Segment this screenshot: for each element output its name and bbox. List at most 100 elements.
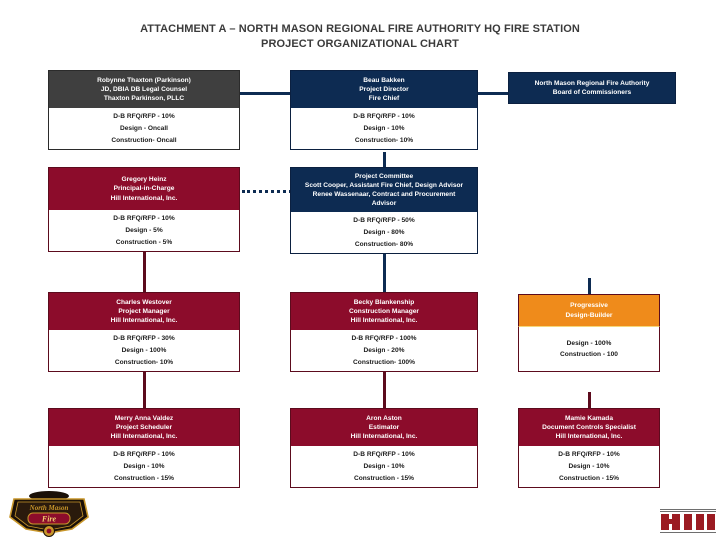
north-mason-fire-logo: North Mason Fire bbox=[6, 487, 92, 537]
node-project-director[interactable]: Beau Bakken Project Director Fire Chief … bbox=[290, 70, 478, 150]
hill-international-logo bbox=[660, 508, 716, 534]
project-manager-role: Project Manager bbox=[118, 307, 170, 315]
document-controls-design: Design - 10% bbox=[568, 463, 610, 470]
project-director-construction: Construction- 10% bbox=[354, 136, 414, 144]
estimator-design: Design - 10% bbox=[363, 463, 405, 470]
connector-to-doc-controls bbox=[588, 392, 591, 408]
project-director-role: Project Director bbox=[359, 85, 409, 93]
title-line-2: PROJECT ORGANIZATIONAL CHART bbox=[261, 38, 459, 50]
document-controls-allocation: D-B RFQ/RFP - 10% Design - 10% Construct… bbox=[518, 446, 660, 488]
principal-org: Hill International, Inc. bbox=[110, 194, 178, 202]
scheduler-role: Project Scheduler bbox=[115, 423, 173, 431]
legal-counsel-name: Robynne Thaxton (Parkinson) bbox=[97, 76, 191, 84]
node-estimator[interactable]: Aron Aston Estimator Hill International,… bbox=[290, 408, 478, 488]
project-director-rfq: D-B RFQ/RFP - 10% bbox=[353, 113, 415, 121]
design-builder-line-1: Progressive bbox=[570, 302, 608, 310]
committee-rfq: D-B RFQ/RFP - 50% bbox=[353, 217, 415, 225]
construction-manager-construction: Construction- 100% bbox=[353, 358, 415, 366]
project-director-header: Beau Bakken Project Director Fire Chief bbox=[290, 70, 478, 108]
scheduler-allocation: D-B RFQ/RFP - 10% Design - 10% Construct… bbox=[48, 446, 240, 488]
committee-header: Project Committee Scott Cooper, Assistan… bbox=[290, 167, 478, 212]
construction-manager-name: Becky Blankenship bbox=[353, 298, 415, 306]
scheduler-org: Hill International, Inc. bbox=[110, 433, 178, 441]
connector-pm-down bbox=[143, 372, 146, 408]
board-line-2: Board of Commissioners bbox=[552, 89, 632, 96]
connector-legal-to-director bbox=[240, 92, 292, 95]
scheduler-name: Merry Anna Valdez bbox=[114, 414, 174, 422]
document-controls-header: Mamie Kamada Document Controls Specialis… bbox=[518, 408, 660, 446]
board-line-1: North Mason Regional Fire Authority bbox=[534, 79, 650, 87]
node-project-committee[interactable]: Project Committee Scott Cooper, Assistan… bbox=[290, 167, 478, 254]
principal-header: Gregory Heinz Principal-in-Charge Hill I… bbox=[48, 167, 240, 210]
principal-rfq: D-B RFQ/RFP - 10% bbox=[113, 215, 175, 223]
scheduler-construction: Construction - 15% bbox=[113, 474, 175, 482]
construction-manager-allocation: D-B RFQ/RFP - 100% Design - 20% Construc… bbox=[290, 330, 478, 372]
committee-advisor-2: Renee Wassenaar, Contract and Procuremen… bbox=[312, 191, 456, 198]
project-director-org: Fire Chief bbox=[368, 95, 400, 103]
legal-counsel-allocation: D-B RFQ/RFP - 10% Design - Oncall Constr… bbox=[48, 108, 240, 150]
document-controls-name: Mamie Kamada bbox=[564, 414, 613, 422]
project-director-allocation: D-B RFQ/RFP - 10% Design - 10% Construct… bbox=[290, 108, 478, 150]
node-legal-counsel[interactable]: Robynne Thaxton (Parkinson) JD, DBIA DB … bbox=[48, 70, 240, 150]
connector-cm-down bbox=[383, 372, 386, 408]
project-director-name: Beau Bakken bbox=[363, 76, 405, 84]
estimator-rfq: D-B RFQ/RFP - 10% bbox=[353, 451, 415, 459]
construction-manager-role: Construction Manager bbox=[349, 307, 419, 315]
node-construction-manager[interactable]: Becky Blankenship Construction Manager H… bbox=[290, 292, 478, 372]
committee-design: Design - 80% bbox=[363, 229, 405, 236]
project-manager-rfq: D-B RFQ/RFP - 30% bbox=[113, 335, 175, 343]
design-builder-construction: Construction - 100 bbox=[560, 351, 618, 359]
committee-allocation: D-B RFQ/RFP - 50% Design - 80% Construct… bbox=[290, 212, 478, 254]
connector-heinz-to-committee-dotted bbox=[242, 190, 292, 193]
design-builder-allocation: Design - 100% Construction - 100 bbox=[518, 327, 660, 372]
connector-director-down bbox=[383, 152, 386, 168]
construction-manager-design: Design - 20% bbox=[363, 347, 405, 354]
scheduler-design: Design - 10% bbox=[123, 463, 165, 470]
committee-construction: Construction- 80% bbox=[354, 240, 414, 248]
design-builder-header: Progressive Design-Builder bbox=[518, 294, 660, 327]
project-manager-construction: Construction- 10% bbox=[114, 358, 174, 366]
legal-counsel-header: Robynne Thaxton (Parkinson) JD, DBIA DB … bbox=[48, 70, 240, 108]
svg-text:North Mason: North Mason bbox=[29, 504, 69, 512]
node-project-scheduler[interactable]: Merry Anna Valdez Project Scheduler Hill… bbox=[48, 408, 240, 488]
design-builder-line-2: Design-Builder bbox=[565, 311, 613, 319]
estimator-allocation: D-B RFQ/RFP - 10% Design - 10% Construct… bbox=[290, 446, 478, 488]
document-controls-org: Hill International, Inc. bbox=[555, 433, 623, 441]
project-director-design: Design - 10% bbox=[363, 125, 405, 132]
estimator-org: Hill International, Inc. bbox=[350, 433, 418, 441]
connector-to-design-builder bbox=[588, 278, 591, 294]
legal-counsel-org: Thaxton Parkinson, PLLC bbox=[103, 95, 185, 103]
project-manager-name: Charles Westover bbox=[116, 298, 172, 306]
node-principal-in-charge[interactable]: Gregory Heinz Principal-in-Charge Hill I… bbox=[48, 167, 240, 252]
estimator-construction: Construction - 15% bbox=[353, 474, 415, 482]
estimator-name: Aron Aston bbox=[366, 414, 402, 422]
construction-manager-header: Becky Blankenship Construction Manager H… bbox=[290, 292, 478, 330]
project-manager-design: Design - 100% bbox=[121, 347, 167, 354]
title-line-1: ATTACHMENT A – NORTH MASON REGIONAL FIRE… bbox=[140, 23, 580, 35]
node-board-of-commissioners[interactable]: North Mason Regional Fire Authority Boar… bbox=[508, 72, 676, 104]
construction-manager-rfq: D-B RFQ/RFP - 100% bbox=[351, 335, 417, 343]
legal-counsel-role: JD, DBIA DB Legal Counsel bbox=[100, 85, 188, 93]
document-controls-role: Document Controls Specialist bbox=[542, 423, 636, 431]
principal-name: Gregory Heinz bbox=[121, 176, 167, 184]
node-project-manager[interactable]: Charles Westover Project Manager Hill In… bbox=[48, 292, 240, 372]
legal-counsel-construction: Construction- Oncall bbox=[111, 136, 177, 144]
connector-director-to-board bbox=[478, 92, 508, 95]
estimator-role: Estimator bbox=[368, 423, 400, 431]
node-document-controls[interactable]: Mamie Kamada Document Controls Specialis… bbox=[518, 408, 660, 488]
project-manager-header: Charles Westover Project Manager Hill In… bbox=[48, 292, 240, 330]
principal-construction: Construction - 5% bbox=[115, 238, 173, 246]
committee-advisor-1: Scott Cooper, Assistant Fire Chief, Desi… bbox=[304, 181, 464, 189]
legal-counsel-design: Design - Oncall bbox=[120, 125, 168, 132]
connector-committee-down bbox=[383, 254, 386, 292]
connector-heinz-down bbox=[143, 252, 146, 292]
board-header: North Mason Regional Fire Authority Boar… bbox=[508, 72, 676, 104]
principal-design: Design - 5% bbox=[125, 227, 163, 234]
node-design-builder[interactable]: Progressive Design-Builder Design - 100%… bbox=[518, 294, 660, 372]
document-controls-rfq: D-B RFQ/RFP - 10% bbox=[558, 451, 620, 459]
principal-role: Principal-in-Charge bbox=[113, 185, 175, 193]
legal-counsel-rfq: D-B RFQ/RFP - 10% bbox=[113, 113, 175, 121]
committee-advisor-2-cont: Advisor bbox=[371, 200, 397, 208]
page-title: ATTACHMENT A – NORTH MASON REGIONAL FIRE… bbox=[0, 22, 720, 52]
